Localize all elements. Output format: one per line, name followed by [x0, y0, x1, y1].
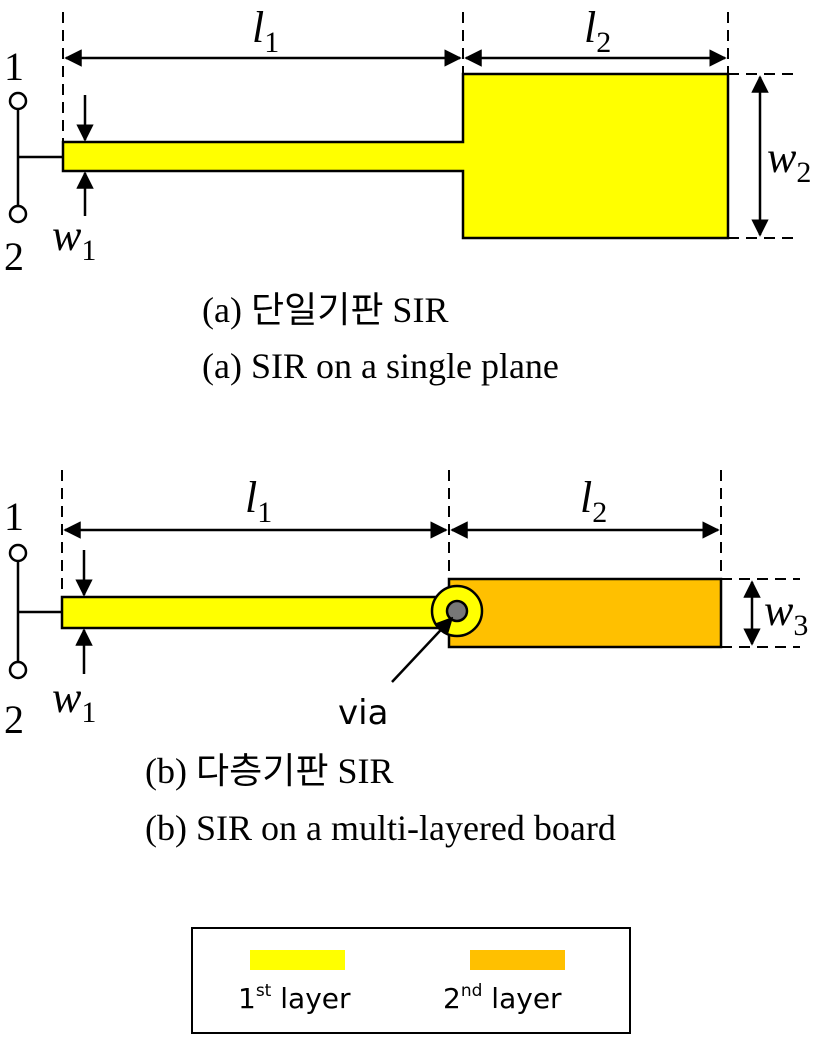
panel-b: 1 2 l1 l2 w1 w3 via (b) 다층기판 SIR: [4, 470, 808, 848]
l2-label: l2: [584, 3, 611, 59]
legend-swatch-layer2: [470, 950, 565, 970]
via-label: via: [338, 693, 388, 733]
port-b: 1 2: [4, 494, 62, 742]
sir-section-layer1: [60, 595, 459, 630]
legend-swatch-layer1: [250, 950, 345, 970]
legend-label-layer2: 2nd layer: [443, 981, 562, 1015]
port-2-label: 2: [4, 234, 24, 279]
port-2-terminal: [8, 204, 28, 224]
via-pointer-arrow: [391, 616, 454, 683]
legend-label-layer1: 1st layer: [238, 981, 351, 1015]
legend-box: [191, 927, 631, 1034]
legend: 1st layer 2nd layer: [191, 927, 631, 1034]
l2-label: l2: [580, 473, 607, 529]
via-hole: [445, 599, 469, 623]
caption-a-english: (a) SIR on a single plane: [202, 346, 559, 386]
l1-label: l1: [252, 3, 279, 59]
port-1-terminal: [8, 543, 28, 563]
port-2-label: 2: [4, 697, 24, 742]
caption-b-english: (b) SIR on a multi-layered board: [145, 808, 616, 848]
w1-label: w1: [52, 211, 96, 267]
l1-label: l1: [245, 473, 272, 529]
port-2-terminal: [8, 660, 28, 680]
port-1-terminal: [8, 91, 28, 111]
port-1-label: 1: [4, 494, 24, 539]
sir-shape-layer1: [61, 72, 730, 240]
port-a: 1 2: [4, 44, 63, 279]
caption-b-korean: (b) 다층기판 SIR: [145, 751, 393, 791]
caption-a-korean: (a) 단일기판 SIR: [202, 290, 448, 330]
w1-label: w1: [52, 673, 96, 729]
w2-label: w2: [767, 133, 811, 189]
panel-a: 1 2 l1 l2 w1 w2 (a) 단일기판 SIR (a) SIR on …: [4, 3, 811, 386]
w3-label: w3: [764, 586, 808, 642]
port-1-label: 1: [4, 44, 24, 89]
sir-section-layer2: [447, 577, 723, 649]
